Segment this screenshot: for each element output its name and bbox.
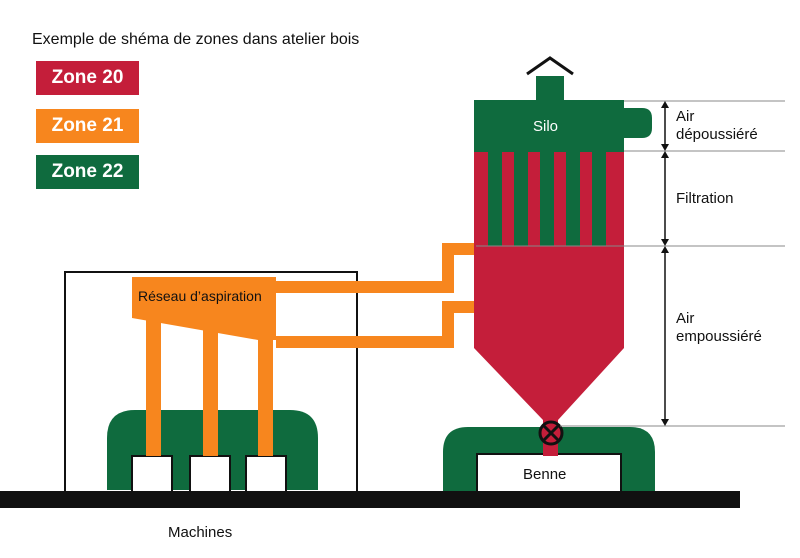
legend-zone-22: Zone 22 [36,155,139,189]
silo-head [474,100,624,152]
legend-zone-21: Zone 21 [36,109,139,143]
duct-upper [276,243,476,293]
silo-vent-hat [526,56,574,76]
filter-slot-4 [566,150,580,246]
suction-pipe-3 [258,325,273,456]
ground-bar [0,491,740,508]
filtration-label: Filtration [676,190,734,207]
air-depoussiere-label-line1: Air [676,108,695,125]
suction-pipe-1 [146,300,161,456]
reseau-label: Réseau d’aspiration [138,288,262,304]
suction-pipe-2 [203,315,218,456]
machine-box-2 [189,455,231,493]
filter-slot-1 [488,150,502,246]
aspiration-network-body [132,277,276,340]
air-outlet [622,108,652,138]
dim-arrow-2-top [661,151,669,158]
filter-slot-2 [514,150,528,246]
silo-chimney [536,76,564,101]
dim-arrow-2-bot [661,239,669,246]
dim-arrow-1-top [661,101,669,108]
dim-arrow-3-top [661,246,669,253]
machines-label: Machines [168,524,233,541]
dim-arrow-3-bot [661,419,669,426]
valve-cross-2 [541,423,561,443]
duct-lower [276,301,476,348]
benne-box [476,453,622,495]
machine-box-3 [245,455,287,493]
filter-slot-5 [592,150,606,246]
silo-body [474,150,624,420]
air-depoussiere-label-line2: dépoussiéré [676,126,758,143]
legend-zone-20: Zone 20 [36,61,139,95]
silo-label: Silo [533,118,559,135]
dim-arrow-1-bot [661,144,669,151]
diagram-title: Exemple de shéma de zones dans atelier b… [32,31,360,48]
machine-box-1 [131,455,173,493]
benne-label: Benne [523,466,567,483]
air-empoussiere-label-line1: Air [676,310,695,327]
air-empoussiere-label-line2: empoussiéré [676,328,762,345]
filter-slot-3 [540,150,554,246]
